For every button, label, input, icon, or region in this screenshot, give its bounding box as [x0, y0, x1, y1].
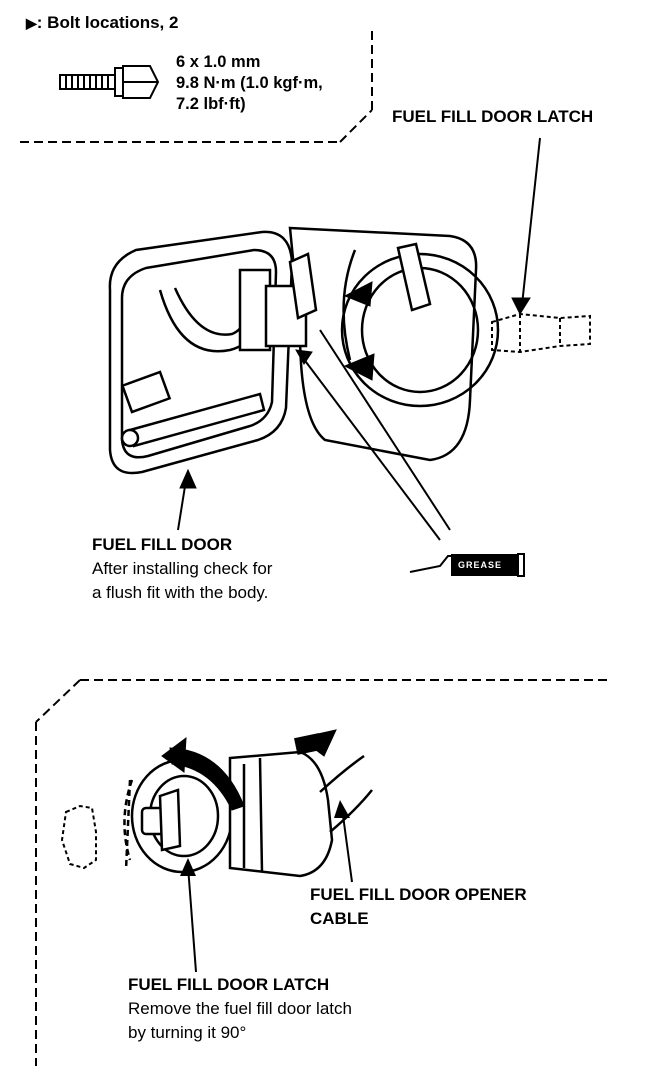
fuel-cap [360, 242, 480, 394]
door-note-2: a flush fit with the body. [92, 583, 269, 602]
bolt-spec-torque-imperial: 7.2 lbf·ft) [176, 95, 246, 113]
grease-label: GREASE [458, 560, 503, 570]
bolt-icon [59, 65, 160, 99]
fuel-fill-door-drawing [108, 230, 318, 475]
opener-cable-label-1: FUEL FILL DOOR OPENER [310, 885, 527, 904]
bolt-spec-size: 6 x 1.0 mm [176, 53, 261, 71]
latch-assembly-drawing [123, 750, 373, 878]
latch-ghost [491, 312, 591, 354]
latch-top-label: FUEL FILL DOOR LATCH [392, 107, 594, 126]
spec-box-border [20, 30, 373, 143]
bolt-locations-text: : Bolt locations, 2 [36, 13, 179, 32]
door-title: FUEL FILL DOOR [92, 535, 233, 554]
door-note-1: After installing check for [92, 559, 273, 578]
body-panel [288, 226, 500, 462]
latch-note-2: by turning it 90° [128, 1023, 247, 1042]
grease-tube-icon [409, 553, 525, 577]
bottom-frame-border [35, 679, 610, 1066]
rotation-arrows [161, 729, 337, 811]
bolt-marker-icon: ▶ [26, 15, 37, 31]
bottom-arrowheads [180, 800, 350, 876]
top-leader-lines [177, 137, 541, 541]
bolt-locations-header: ▶: Bolt locations, 2 [26, 12, 178, 34]
bolt-spec: 6 x 1.0 mm 9.8 N·m (1.0 kgf·m, 7.2 lbf·f… [176, 52, 323, 115]
bottom-leader-lines [187, 807, 353, 973]
bottom-body-ghost [60, 804, 97, 870]
latch-note-1: Remove the fuel fill door latch [128, 999, 352, 1018]
opener-cable-label-2: CABLE [310, 909, 369, 928]
top-arrowheads [179, 281, 531, 489]
bolt-spec-torque: 9.8 N·m (1.0 kgf·m, [176, 74, 323, 92]
latch-bottom-title: FUEL FILL DOOR LATCH [128, 975, 330, 994]
